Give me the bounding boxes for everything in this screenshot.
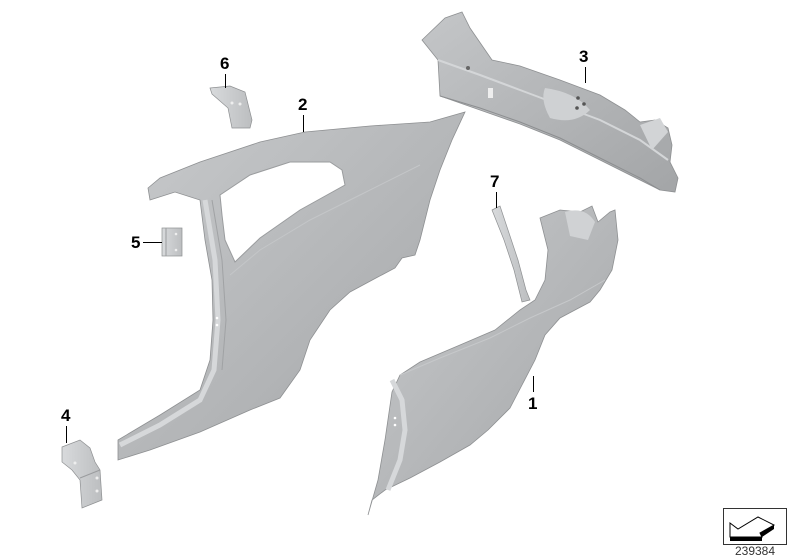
callout-3[interactable]: 3 [579,47,589,66]
leader-line-7 [496,192,497,208]
leader-line-4 [66,426,67,443]
callout-5[interactable]: 5 [131,233,141,252]
callout-6[interactable]: 6 [220,54,230,73]
leader-line-2 [303,115,304,132]
part-7-arch-strip [491,205,531,303]
part-3-rear-panel [421,11,679,193]
diagram-reference-number: 239384 [734,544,776,558]
part-1-rear-side-panel [367,205,619,516]
part-5-plate [161,227,183,257]
callout-7[interactable]: 7 [490,172,500,191]
part-2-rear-side-panel [117,111,466,461]
callout-1[interactable]: 1 [528,394,538,413]
part-4-bracket [61,439,103,509]
reference-box [723,508,787,545]
callout-2[interactable]: 2 [298,95,308,114]
leader-line-3 [585,67,586,83]
leader-line-5 [143,242,162,243]
arrow-down-left-icon [729,516,776,541]
part-6-curved-bracket [209,85,253,129]
callout-4[interactable]: 4 [61,406,71,425]
leader-line-1 [533,376,534,392]
leader-line-6 [225,74,226,88]
